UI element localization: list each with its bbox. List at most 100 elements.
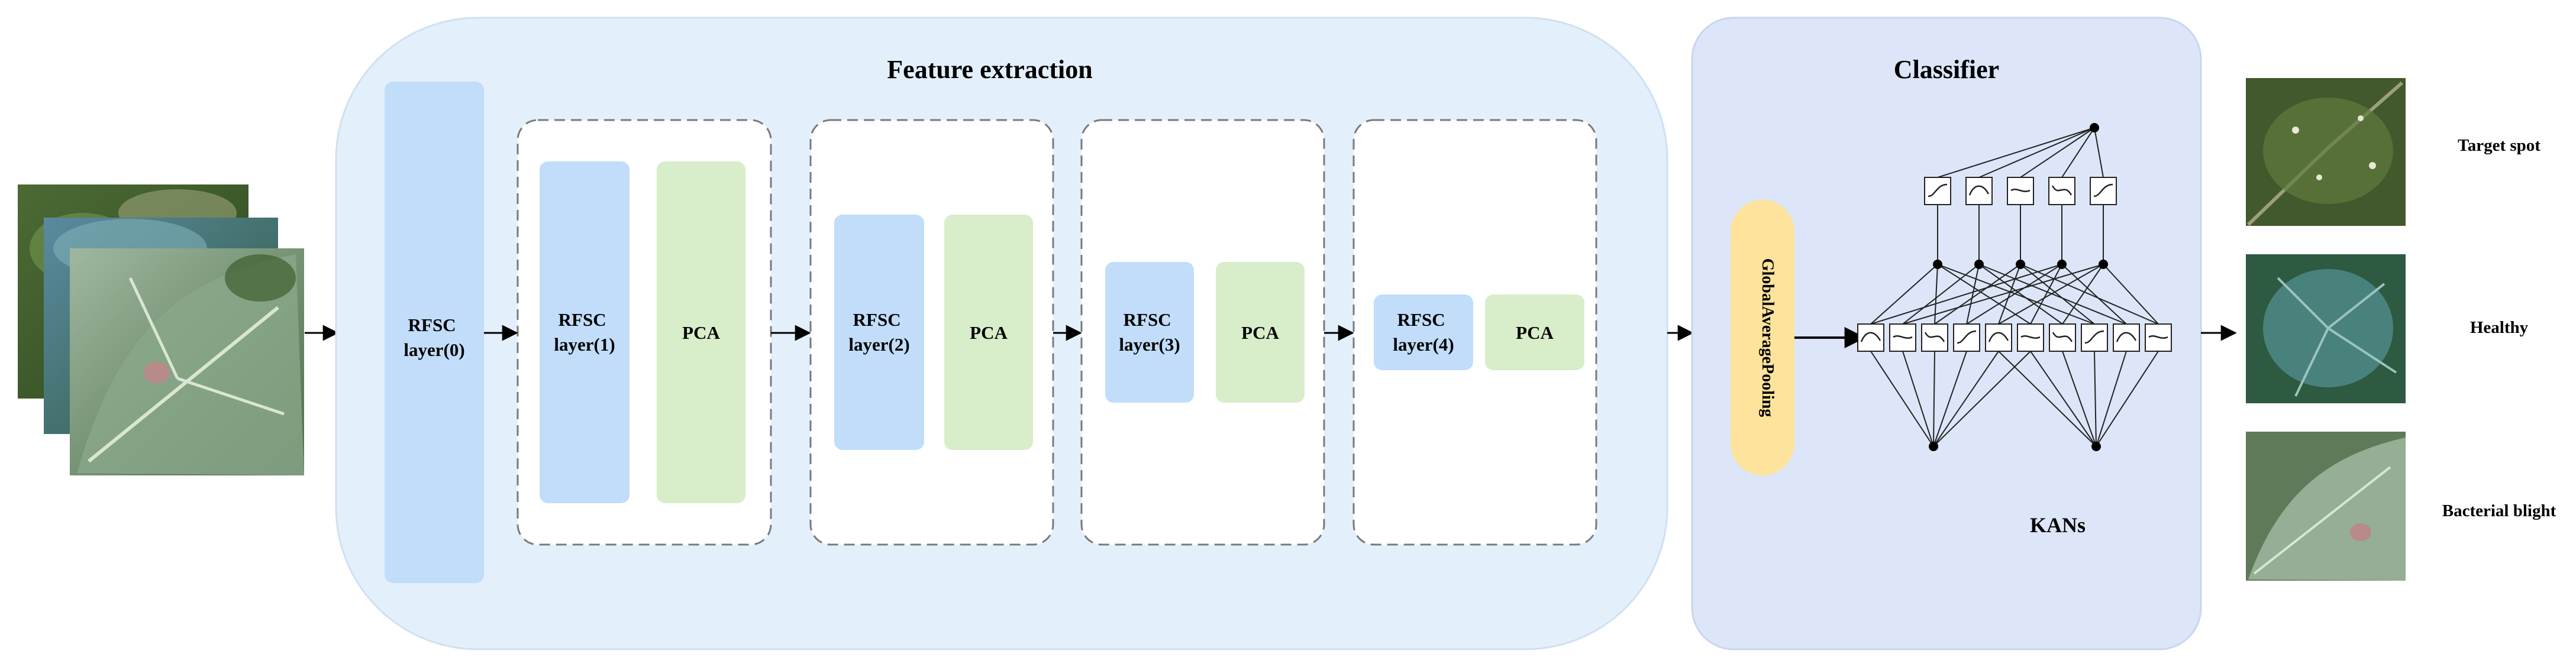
spline-icon <box>1968 185 1990 196</box>
svg-text:RFSC layer(2): RFSC layer(2) <box>848 309 909 355</box>
rfsc-layer-2-label-line1: RFSC <box>853 309 901 330</box>
kan-edge <box>1937 264 2095 325</box>
kan-edge <box>2096 351 2159 447</box>
kan-edge <box>2030 351 2097 447</box>
kan-edge <box>1870 351 1934 447</box>
kan-edge <box>1902 264 2104 325</box>
pca-2-label: PCA <box>970 322 1008 343</box>
kan-edge <box>2096 351 2127 447</box>
kans-label: KANs <box>2030 513 2086 537</box>
kan-edge <box>1934 264 2021 325</box>
stage-4-group: RFSC layer(4) PCA <box>1352 119 1597 546</box>
kan-spline-box <box>2113 323 2140 352</box>
spline-icon <box>2093 183 2113 197</box>
kan-edge <box>1937 127 2095 178</box>
spline-icon <box>2010 189 2031 192</box>
kan-node <box>2016 260 2025 269</box>
kan-edge <box>2062 264 2104 325</box>
spline-icon <box>2020 335 2041 339</box>
kan-edge <box>1902 351 1934 447</box>
output-image-healthy <box>2246 254 2406 403</box>
kan-edge <box>1998 264 2104 325</box>
kan-edge <box>1870 264 1938 325</box>
spline-icon <box>1988 332 2009 342</box>
svg-text:RFSC layer(0): RFSC layer(0) <box>403 315 464 360</box>
kan-edge <box>1978 127 2095 178</box>
kan-edge <box>1933 351 1935 447</box>
kan-edge <box>2020 127 2095 178</box>
spline-icon <box>2052 332 2073 342</box>
rfsc-layer-4-label-line2: layer(4) <box>1393 334 1454 355</box>
kan-spline-box <box>1985 323 2012 352</box>
kan-edge <box>1978 264 2063 325</box>
kan-spline-box <box>2049 323 2076 352</box>
pca-3-block <box>1216 262 1305 403</box>
kan-spline-box <box>1857 323 1884 352</box>
spline-icon <box>1928 183 1948 197</box>
kan-spline-box <box>2090 177 2117 205</box>
classifier-title: Classifier <box>1894 55 1999 84</box>
spline-icon <box>2051 185 2073 196</box>
kan-edge <box>1966 264 1980 325</box>
feature-extraction-title: Feature extraction <box>887 55 1092 84</box>
spline-icon <box>2148 335 2168 339</box>
rfsc-layer-2-block <box>834 215 924 450</box>
rfsc-layer-3-label-line2: layer(3) <box>1119 334 1180 355</box>
pca-1-block <box>657 161 745 503</box>
kan-edge <box>1933 351 1967 447</box>
spline-icon <box>1924 332 1945 342</box>
classifier-panel: Classifier GlobalAveragePooling KANs <box>1691 17 2202 650</box>
kan-edge <box>1966 264 2062 325</box>
kan-spline-box <box>1924 177 1951 205</box>
input-image-stack <box>18 184 304 475</box>
rfsc-layer-1-block <box>540 161 630 503</box>
input-image-front <box>70 248 304 475</box>
output-label-bacterial-blight: Bacterial blight <box>2442 501 2556 520</box>
spline-icon <box>2116 332 2137 342</box>
kan-edge <box>2020 264 2095 325</box>
svg-text:RFSC layer(1): RFSC layer(1) <box>554 309 615 355</box>
stage-1-group: RFSC layer(1) PCA <box>517 119 772 546</box>
kan-node <box>1974 260 1984 269</box>
rfsc-layer-1-label-line2: layer(1) <box>554 334 615 355</box>
global-average-pooling-block: GlobalAveragePooling <box>1731 200 1794 475</box>
rfsc-layer-4-block <box>1374 294 1473 370</box>
kan-edge <box>2094 127 2104 178</box>
kan-edge <box>1870 264 2062 325</box>
kan-edge <box>1978 264 2127 325</box>
pca-1-label: PCA <box>682 322 720 343</box>
kan-node <box>1933 260 1942 269</box>
spline-icon <box>2084 330 2104 344</box>
output-image-bacterial-blight <box>2246 432 2406 581</box>
kan-edge <box>2094 351 2097 447</box>
spline-icon <box>1860 332 1881 342</box>
svg-text:RFSC layer(4): RFSC layer(4) <box>1393 309 1454 355</box>
kan-edge <box>1933 351 1999 447</box>
pca-4-block <box>1485 294 1584 370</box>
pca-2-block <box>944 215 1033 450</box>
kan-spline-box <box>1921 323 1948 352</box>
pca-3-label: PCA <box>1241 322 1279 343</box>
spline-icon <box>1957 330 1977 344</box>
kan-edge <box>2103 264 2159 325</box>
kan-edge <box>1933 351 2031 447</box>
kan-node <box>2057 260 2067 269</box>
kan-edge <box>2061 264 2127 325</box>
svg-text:RFSC layer(3): RFSC layer(3) <box>1119 309 1180 355</box>
stage-3-group: RFSC layer(3) PCA <box>1080 119 1325 546</box>
kan-spline-box <box>1965 177 1993 205</box>
output-image-target-spot <box>2246 78 2406 226</box>
kan-edge <box>2030 264 2062 325</box>
kan-network <box>1857 123 2172 451</box>
output-label-healthy: Healthy <box>2470 318 2529 337</box>
kan-output-node <box>2090 123 2099 132</box>
kan-spline-box <box>1953 323 1980 352</box>
kan-input-node <box>1929 442 1938 451</box>
kan-edge <box>2062 351 2097 447</box>
stage-2-group: RFSC layer(2) PCA <box>809 119 1054 546</box>
rfsc-layer-4-label-line1: RFSC <box>1397 309 1445 330</box>
output-label-target-spot: Target spot <box>2458 136 2541 155</box>
rfsc-layer-1-label-line1: RFSC <box>559 309 606 330</box>
kan-edge <box>1998 264 2021 325</box>
